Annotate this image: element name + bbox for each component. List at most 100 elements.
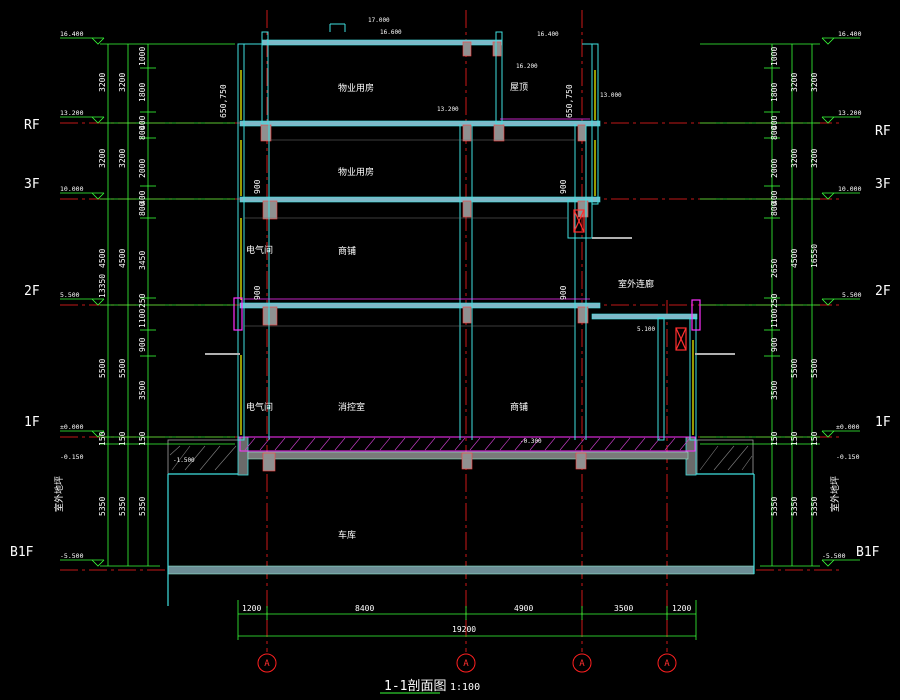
elevations-inner: 17.000 16.600 16.400 16.200 13.200 13.00… [173, 17, 655, 464]
dim-right: 3200 [810, 149, 819, 168]
floor-labels-left: RF 3F 2F 1F B1F [10, 118, 40, 560]
floor-label-right-2f: 2F [875, 284, 891, 299]
elevation-right: -5.500 [822, 552, 846, 560]
grid-bubble-2 [456, 653, 476, 673]
basement-slab [167, 565, 755, 575]
dim-left: 5500 [98, 359, 107, 378]
room-label-roof: 屋顶 [510, 82, 528, 93]
room-labels: 物业用房 屋顶 物业用房 电气间 商铺 室外连廊 电气间 消控室 商铺 车库 室… [53, 82, 841, 541]
dim-detail: 800 [138, 201, 147, 216]
room-label-corridor: 室外连廊 [618, 278, 654, 290]
grid-bubble-1 [257, 653, 277, 673]
elevation-left: -5.500 [60, 552, 84, 560]
floor-label-right-1f: 1F [875, 415, 891, 430]
dim-right-detail: 800 [770, 125, 779, 140]
elevation-left: 13.200 [60, 109, 84, 117]
dim-left-total: 13350 [98, 274, 107, 298]
dim-left: 4500 [118, 249, 127, 268]
misc-dim: 650,750 [219, 84, 228, 118]
dim-detail: 5350 [138, 497, 147, 516]
slab-2f [239, 302, 601, 309]
dim-detail: 800 [138, 125, 147, 140]
dim-right: 3200 [810, 73, 819, 92]
room-label-property-3f: 物业用房 [338, 166, 374, 178]
room-label-outdoor-left: 室外地坪 [53, 476, 65, 512]
dim-right-detail: 400 [770, 115, 779, 130]
right-dim-texts: 1000 1800 400 800 2000 400 800 2650 250 … [770, 47, 819, 516]
grid-bubble-label: A [579, 659, 585, 669]
horizontal-dim-texts: 1200 8400 4900 3500 1200 19200 [242, 604, 691, 634]
elevation-inner: -1.500 [173, 457, 195, 464]
dim-left: 5350 [118, 497, 127, 516]
floor-label-right-b1f: B1F [856, 545, 880, 560]
dim-right-detail: 1800 [770, 83, 779, 102]
slab-3f [239, 196, 601, 203]
dim-detail: 3500 [138, 381, 147, 400]
dim-horizontal: 1200 [672, 604, 691, 613]
dim-right-detail: 400 [770, 190, 779, 205]
misc-dim: 900 [253, 285, 262, 300]
dim-right: 5350 [790, 497, 799, 516]
misc-dim: 900 [559, 179, 568, 194]
elevation-inner: 16.200 [516, 63, 538, 70]
grid-bubble-label: A [463, 659, 469, 669]
floor-label-left-1f: 1F [24, 415, 40, 430]
room-label-control-room: 消控室 [338, 401, 365, 413]
dim-right-detail: 1000 [770, 47, 779, 66]
grid-bubble-3 [572, 653, 592, 673]
dim-detail: 400 [138, 190, 147, 205]
floor-label-right-3f: 3F [875, 177, 891, 192]
elevation-right: -0.150 [836, 453, 860, 461]
dim-left: 3200 [118, 149, 127, 168]
elevation-right: 16.400 [838, 30, 862, 38]
dim-left: 3200 [98, 149, 107, 168]
grid-bubble-4 [657, 653, 677, 673]
magenta-accents [233, 118, 701, 351]
misc-dim: 650,750 [565, 84, 574, 118]
dim-horizontal-total: 19200 [452, 625, 476, 634]
elevation-right: 13.200 [838, 109, 862, 117]
floor-slabs [239, 39, 698, 320]
dim-right: 3200 [790, 149, 799, 168]
dim-detail: 250 [138, 293, 147, 308]
grid-bubble-labels: A A A A [264, 659, 670, 669]
elevation-inner: 5.100 [637, 326, 655, 333]
floor-label-right-rf: RF [875, 124, 891, 139]
elevation-left: 10.000 [60, 185, 84, 193]
dim-right: 150 [790, 431, 799, 446]
basement [167, 436, 755, 606]
grid-bubble-label: A [264, 659, 270, 669]
misc-dim: 900 [253, 179, 262, 194]
dim-right: 5500 [790, 359, 799, 378]
drawing-scale: 1:100 [450, 682, 480, 693]
dim-left: 3200 [118, 73, 127, 92]
beams [260, 41, 589, 472]
dim-right-detail: 3500 [770, 381, 779, 400]
dim-right-total: 16550 [810, 244, 819, 268]
elevation-inner: 17.000 [368, 17, 390, 24]
drawing-title: 1-1剖面图 [384, 679, 446, 694]
dim-right: 150 [810, 431, 819, 446]
inner-lines [205, 139, 735, 355]
dim-detail: 1100 [138, 309, 147, 328]
room-label-property-rf: 物业用房 [338, 82, 374, 94]
floor-label-left-2f: 2F [24, 284, 40, 299]
bottom-dimensions [237, 600, 697, 640]
elevation-right: 10.000 [838, 185, 862, 193]
dim-right: 5500 [810, 359, 819, 378]
dim-right-detail: 1100 [770, 309, 779, 328]
room-label-outdoor-right: 室外地坪 [829, 476, 841, 512]
slab-rf [239, 120, 601, 127]
grid-bubble-label: A [664, 659, 670, 669]
elevation-right: 5.500 [842, 291, 862, 299]
room-label-shop-2f: 商铺 [338, 245, 356, 257]
dim-left: 150 [98, 431, 107, 446]
floor-label-left-rf: RF [24, 118, 40, 133]
elevation-left: 16.400 [60, 30, 84, 38]
floor-labels-right: RF 3F 2F 1F B1F [856, 124, 891, 560]
dim-right: 3200 [790, 73, 799, 92]
misc-dim-texts: 650,750 650,750 900 900 900 900 [219, 84, 574, 300]
dim-detail: 2000 [138, 159, 147, 178]
dim-right-detail: 5350 [770, 497, 779, 516]
